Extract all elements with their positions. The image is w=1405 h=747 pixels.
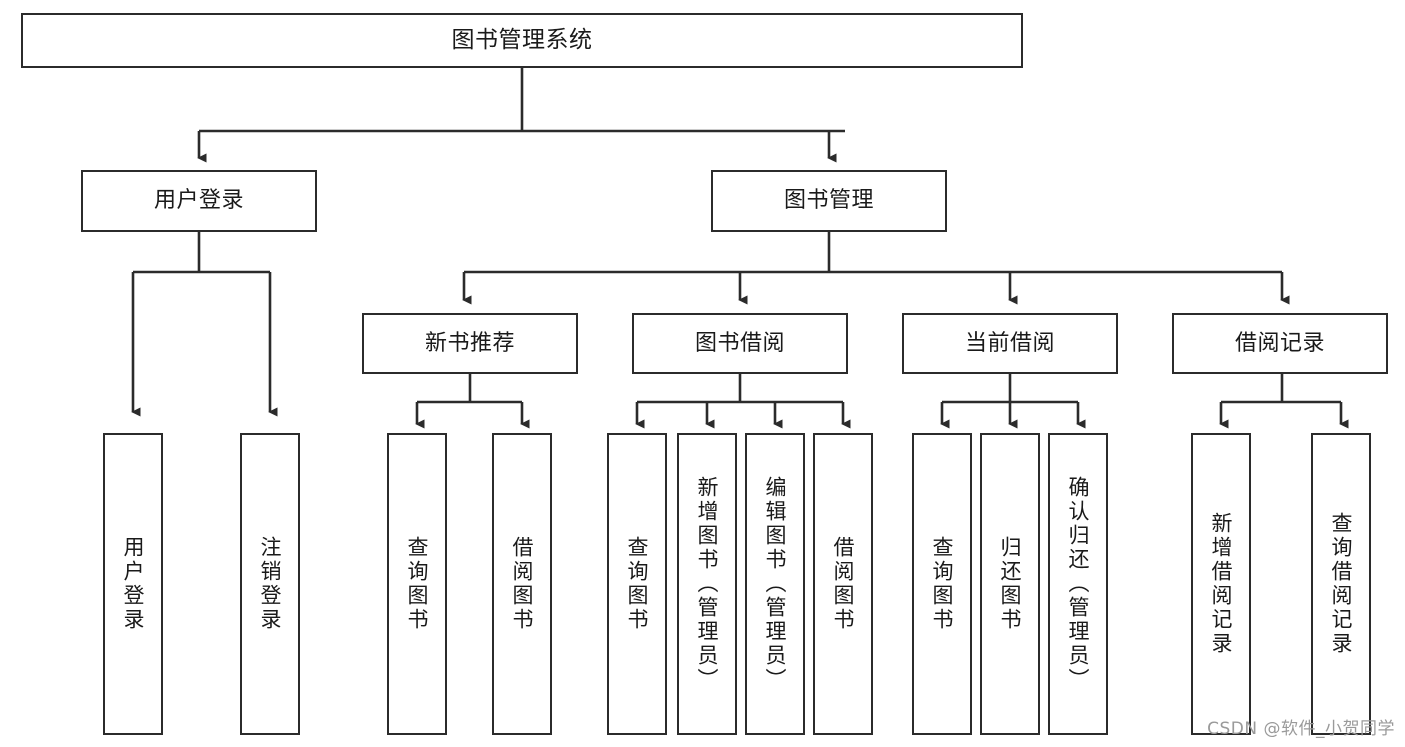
node-borrow-record[interactable]: 借阅记录 xyxy=(1172,313,1388,374)
node-user-login[interactable]: 用户登录 xyxy=(81,170,317,232)
node-label: 查询图书 xyxy=(930,536,955,632)
node-label: 借阅图书 xyxy=(510,536,535,632)
leaf-borrow-record-add-record[interactable]: 新增借阅记录 xyxy=(1191,433,1251,735)
node-label: 用户登录 xyxy=(153,188,244,214)
node-label: 确认归还（管理员） xyxy=(1066,476,1091,692)
node-label: 新增图书（管理员） xyxy=(695,476,720,692)
leaf-current-borrow-return-book[interactable]: 归还图书 xyxy=(980,433,1040,735)
leaf-new-book-query-book[interactable]: 查询图书 xyxy=(387,433,447,735)
node-label: 编辑图书（管理员） xyxy=(763,476,788,692)
leaf-new-book-borrow-book[interactable]: 借阅图书 xyxy=(492,433,552,735)
leaf-user-login-logout[interactable]: 注销登录 xyxy=(240,433,300,735)
node-label: 用户登录 xyxy=(121,536,146,632)
leaf-book-borrow-edit-book-admin[interactable]: 编辑图书（管理员） xyxy=(745,433,805,735)
leaf-book-borrow-borrow-book[interactable]: 借阅图书 xyxy=(813,433,873,735)
node-current-borrow[interactable]: 当前借阅 xyxy=(902,313,1118,374)
node-label: 归还图书 xyxy=(998,536,1023,632)
node-book-management[interactable]: 图书管理 xyxy=(711,170,947,232)
node-label: 借阅图书 xyxy=(831,536,856,632)
leaf-user-login-login[interactable]: 用户登录 xyxy=(103,433,163,735)
node-label: 图书管理 xyxy=(783,188,874,214)
node-label: 图书借阅 xyxy=(694,330,785,356)
node-label: 查询图书 xyxy=(405,536,430,632)
leaf-book-borrow-query-book[interactable]: 查询图书 xyxy=(607,433,667,735)
node-book-borrow[interactable]: 图书借阅 xyxy=(632,313,848,374)
node-label: 新书推荐 xyxy=(424,330,515,356)
node-label: 注销登录 xyxy=(258,536,283,632)
leaf-current-borrow-confirm-return-admin[interactable]: 确认归还（管理员） xyxy=(1048,433,1108,735)
node-root-book-management-system[interactable]: 图书管理系统 xyxy=(21,13,1023,68)
node-new-book-recommend[interactable]: 新书推荐 xyxy=(362,313,578,374)
node-label: 新增借阅记录 xyxy=(1209,512,1234,656)
node-label: 当前借阅 xyxy=(964,330,1055,356)
leaf-book-borrow-add-book-admin[interactable]: 新增图书（管理员） xyxy=(677,433,737,735)
node-label: 查询图书 xyxy=(625,536,650,632)
watermark-csdn: CSDN @软件_小贺同学 xyxy=(1207,719,1395,739)
node-label: 图书管理系统 xyxy=(451,27,593,54)
node-label: 借阅记录 xyxy=(1234,330,1325,356)
leaf-current-borrow-query-book[interactable]: 查询图书 xyxy=(912,433,972,735)
leaf-borrow-record-query-record[interactable]: 查询借阅记录 xyxy=(1311,433,1371,735)
node-label: 查询借阅记录 xyxy=(1329,512,1354,656)
